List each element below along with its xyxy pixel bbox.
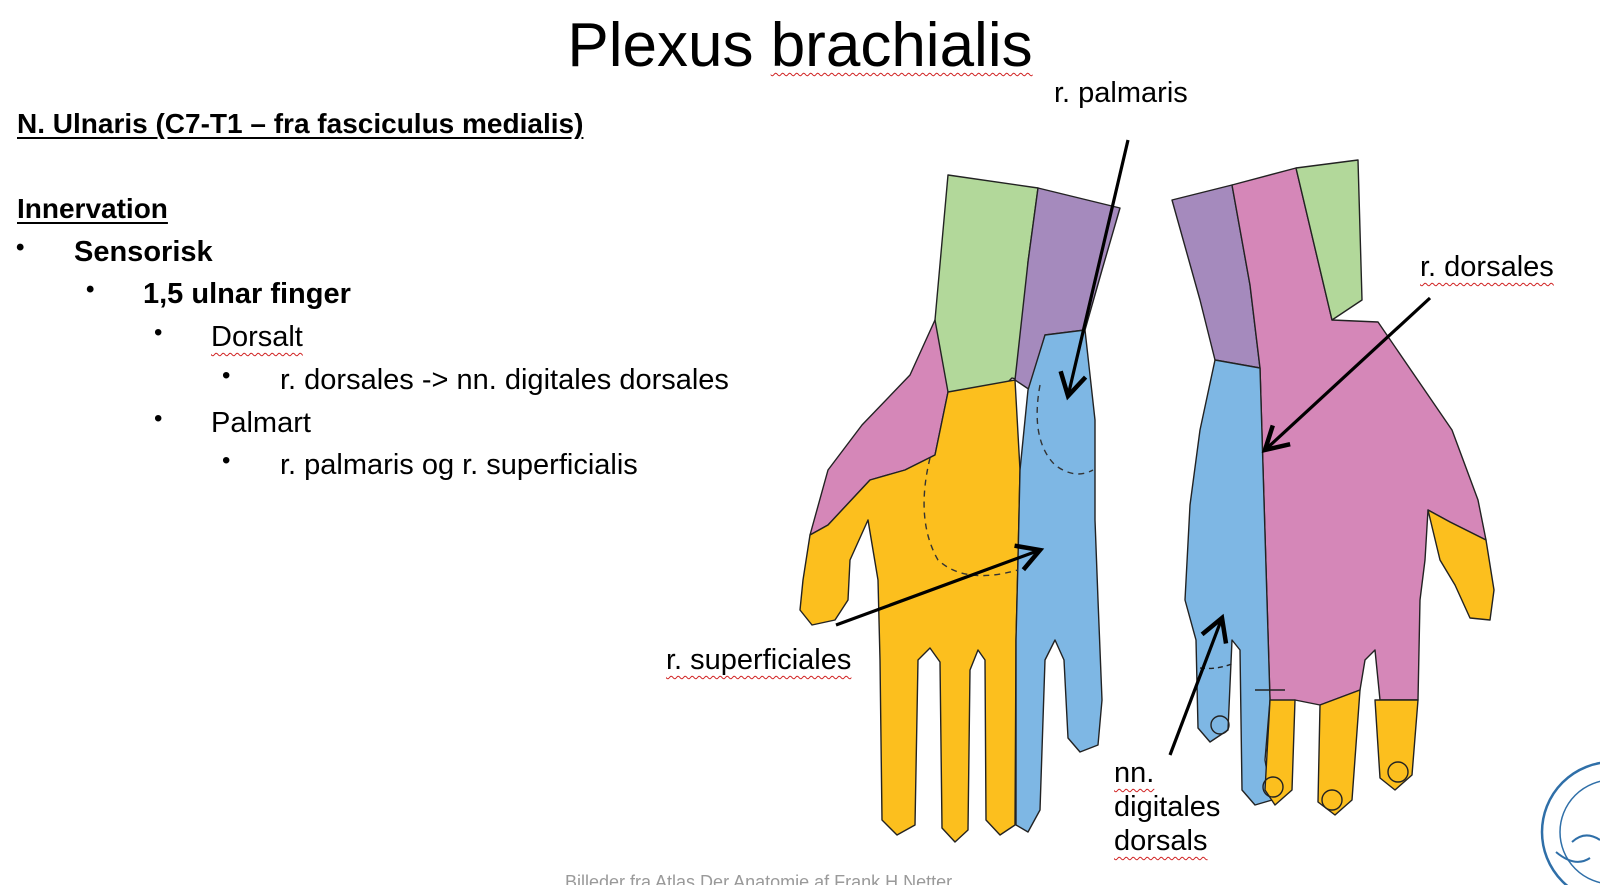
image-credit: Billeder fra Atlas Der Anatomie af Frank… [565, 872, 953, 885]
label-r-palmaris: r. palmaris [1054, 77, 1188, 109]
list-item-finger: • 1,5 ulnar finger [86, 276, 351, 311]
list-text: r. dorsales -> nn. digitales dorsales [280, 364, 729, 396]
label-text: r. dorsales [1420, 251, 1554, 283]
bullet-icon: • [154, 405, 163, 432]
label-nn-digitales-dorsals: nn. digitales dorsals [1114, 756, 1220, 858]
nail-outline [1387, 761, 1409, 783]
bullet-icon: • [154, 319, 163, 346]
nail-outline [1321, 789, 1343, 811]
label-r-dorsales: r. dorsales [1420, 250, 1554, 284]
label-line: dorsals [1114, 825, 1208, 857]
blue-region-palmar [1015, 329, 1103, 833]
list-item-dorsalt: • Dorsalt [154, 319, 303, 354]
blue-region-dorsal [1184, 359, 1273, 806]
list-text: r. palmaris og r. superficialis [280, 449, 638, 481]
arrow-r-superficiales [835, 543, 1045, 627]
arrow-nn-digitales [1168, 613, 1229, 756]
list-item-sensorisk: • Sensorisk [16, 234, 213, 269]
list-text: 1,5 ulnar finger [143, 278, 351, 310]
yellow-thumb-dorsal [1427, 509, 1495, 621]
label-r-superficiales: r. superficiales [666, 643, 851, 677]
green-region-dorsal [1295, 159, 1363, 321]
title-word-plexus: Plexus [567, 11, 754, 80]
innervation-heading: Innervation [17, 193, 168, 224]
nerve-heading: N. Ulnaris (C7-T1 – fra fasciculus media… [17, 108, 584, 139]
arrow-r-dorsales [1261, 296, 1432, 454]
yellow-fingertip-dorsal-3 [1374, 699, 1419, 791]
bullet-icon: • [86, 276, 95, 303]
carpal-tunnel-outline [923, 457, 1019, 577]
label-text: r. superficiales [666, 644, 852, 676]
university-seal-icon [1540, 761, 1600, 885]
hypothenar-outline [1036, 384, 1094, 475]
yellow-fingertip-dorsal-2 [1317, 689, 1361, 816]
title-word-brachialis: brachialis [770, 11, 1033, 80]
label-line: digitales [1114, 791, 1221, 823]
list-text: Palmart [211, 407, 311, 439]
nail-outline [1210, 715, 1230, 735]
bullet-icon: • [16, 234, 25, 261]
list-text: Sensorisk [74, 236, 213, 268]
list-item-palmart-detail: • r. palmaris og r. superficialis [222, 447, 638, 482]
bullet-icon: • [222, 362, 231, 389]
yellow-region-palmar [799, 379, 1021, 843]
list-text: Dorsalt [211, 321, 303, 353]
list-item-palmart: • Palmart [154, 405, 311, 440]
label-line: nn. [1114, 757, 1155, 789]
arrow-r-palmaris [1058, 139, 1130, 401]
slide-title: Plexus brachialis [0, 8, 1600, 84]
bullet-icon: • [222, 447, 231, 474]
yellow-fingertip-dorsal-1 [1264, 699, 1296, 806]
list-item-dorsalt-detail: • r. dorsales -> nn. digitales dorsales [222, 362, 729, 397]
palmar-hand [799, 174, 1121, 843]
nail-outline [1262, 776, 1284, 798]
dorsal-hand [1171, 159, 1495, 816]
